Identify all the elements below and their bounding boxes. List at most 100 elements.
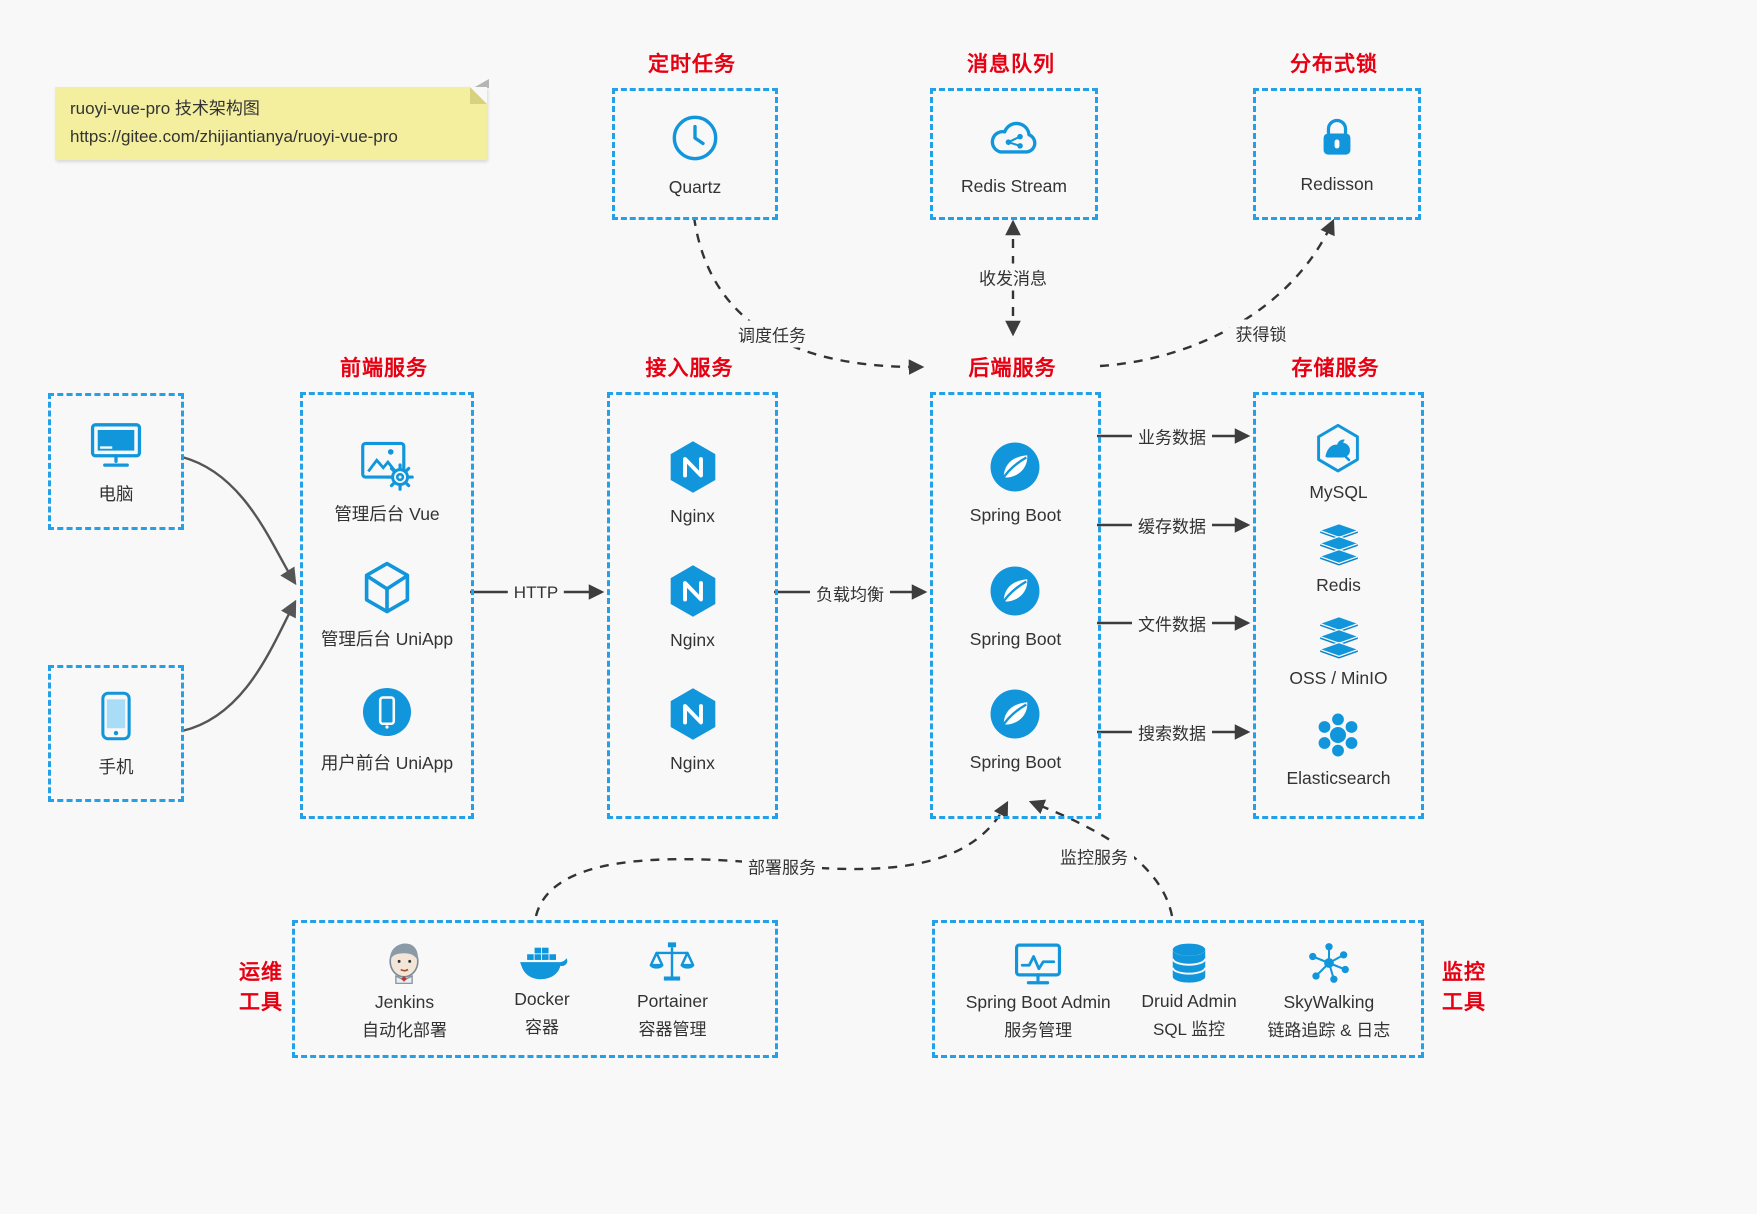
admin-monitor-icon [1015,943,1062,984]
ops-item-docker: Docker 容器 [514,940,570,1038]
frontend-item-label: 用户前台 UniApp [320,753,454,774]
node-graph-icon [1308,943,1349,983]
sticky-note: ruoyi-vue-pro 技术架构图 https://gitee.com/zh… [55,78,489,161]
monitoring-item-name: SkyWalking [1283,992,1375,1012]
schedule-task-label: 调度任务 [732,320,812,348]
backend-item-spring-2: Spring Boot [970,562,1061,650]
monitoring-item-name: Spring Boot Admin [965,991,1111,1012]
lock-title: 分布式锁 [1290,53,1378,76]
backend-item-spring-3: Spring Boot [970,685,1061,773]
ops-box: Jenkins 自动化部署 Docker 容器 [292,920,778,1058]
spring-boot-icon [991,442,1040,492]
nginx-icon [670,440,715,493]
monitoring-item-druid: Druid Admin SQL 监控 [1141,939,1237,1040]
monitoring-item-desc: 链路追踪 & 日志 [1267,1021,1391,1040]
scheduler-item-label: Quartz [668,176,722,197]
spring-boot-icon [991,689,1040,739]
backend-item-spring-1: Spring Boot [970,438,1061,526]
mysql-icon [1317,423,1360,473]
portainer-scales-icon [650,941,695,981]
pc-client-label: 电脑 [98,483,134,504]
acquire-lock-label: 获得锁 [1229,319,1293,347]
uniapp-cube-icon [364,561,410,613]
storage-box: MySQL Redis [1253,392,1424,819]
monitoring-box: Spring Boot Admin 服务管理 Druid Admin SQL 监… [932,920,1424,1058]
storage-item-label: Redis [1316,575,1361,595]
monitoring-title-line2: 工具 [1442,991,1486,1015]
ops-item-desc: 容器管理 [638,1019,707,1039]
gateway-item-nginx-3: Nginx [663,684,723,774]
backend-item-label: Spring Boot [969,628,1062,649]
deploy-label: 部署服务 [742,852,822,880]
backend-item-label: Spring Boot [969,505,1062,526]
monitoring-item-desc: SQL 监控 [1153,1019,1226,1039]
jenkins-icon [389,943,420,984]
business-data-label: 业务数据 [1132,422,1212,450]
lock-box: Redisson [1253,88,1421,220]
ops-title: 运维 工具 [234,958,288,1019]
monitoring-item-sba: Spring Boot Admin 服务管理 [966,938,1111,1041]
backend-item-label: Spring Boot [969,751,1062,772]
http-label: HTTP [507,582,565,604]
desktop-icon [90,422,142,467]
backend-box: Spring Boot Spring Boot Spring Boot [930,392,1101,819]
monitor-label: 监控服务 [1054,842,1134,870]
minio-stack-icon [1317,615,1360,660]
mq-box: Redis Stream [930,88,1098,220]
note-url: https://gitee.com/zhijiantianya/ruoyi-vu… [70,126,398,146]
mobile-client-box: 手机 [48,665,184,802]
monitoring-item-desc: 服务管理 [1004,1020,1073,1040]
monitoring-item-name: Druid Admin [1141,990,1237,1011]
ops-item-desc: 容器 [524,1018,559,1037]
spring-boot-icon [991,566,1040,615]
ops-item-portainer: Portainer 容器管理 [637,939,708,1040]
storage-item-elasticsearch: Elasticsearch [1286,708,1391,789]
phone-icon [101,691,131,741]
gateway-title: 接入服务 [645,357,734,380]
frontend-title: 前端服务 [340,357,428,380]
storage-item-label: Elasticsearch [1286,768,1391,788]
monitoring-item-skywalking: SkyWalking 链路追踪 & 日志 [1267,937,1390,1041]
database-icon [1171,943,1207,983]
monitoring-title: 监控 工具 [1437,958,1491,1019]
ops-title-line1: 运维 [239,961,283,984]
frontend-item-label: 管理后台 UniApp [320,628,454,649]
mobile-to-frontend-arrow [181,599,297,733]
nginx-icon [670,688,715,741]
frontend-item-label: 管理后台 Vue [334,503,440,524]
scheduler-title: 定时任务 [648,53,736,76]
ops-item-name: Docker [514,989,570,1009]
ops-item-desc: 自动化部署 [361,1021,447,1040]
storage-item-oss: OSS / MinIO [1289,615,1388,689]
storage-item-label: OSS / MinIO [1289,668,1388,688]
monitoring-title-line1: 监控 [1442,961,1486,984]
backend-title: 后端服务 [968,357,1057,380]
scheduler-box: Quartz [612,88,778,220]
gateway-item-nginx-2: Nginx [663,561,723,651]
gateway-item-label: Nginx [670,753,715,774]
elasticsearch-cluster-icon [1319,713,1358,757]
redis-stack-icon [1317,522,1360,567]
frontend-item-user-uniapp: 用户前台 UniApp [321,683,453,775]
note-title: ruoyi-vue-pro 技术架构图 [70,99,260,118]
pc-to-frontend-arrow [181,455,297,586]
cloud-network-icon [990,121,1037,154]
clock-icon [672,115,718,160]
mobile-client-label: 手机 [98,757,134,777]
frontend-box: 管理后台 Vue 管理后台 UniApp 用户前台 UniApp [300,392,474,819]
acquire-lock-arrow [1099,218,1335,368]
ops-item-name: Jenkins [374,992,435,1012]
search-data-label: 搜索数据 [1132,718,1212,746]
gateway-box: Nginx Nginx Nginx [607,392,778,819]
nginx-icon [670,564,715,617]
gateway-item-label: Nginx [670,505,715,526]
file-data-label: 文件数据 [1132,609,1212,637]
load-balance-label: 负载均衡 [810,579,890,607]
docker-icon [520,947,568,980]
gateway-item-nginx-1: Nginx [663,437,723,527]
lock-icon [1323,118,1351,155]
ops-item-name: Portainer [636,990,708,1011]
pc-client-box: 电脑 [48,393,184,530]
admin-vue-icon [361,441,414,491]
